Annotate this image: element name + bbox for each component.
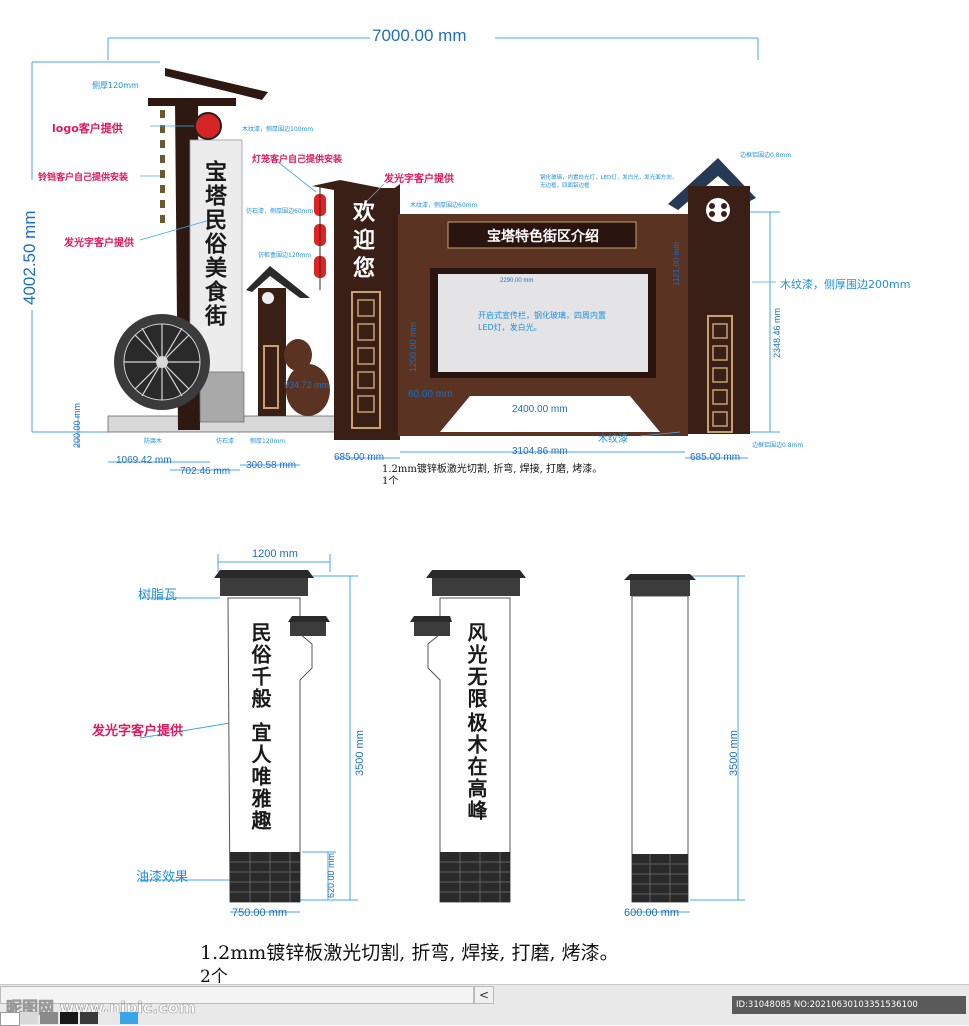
dim-bottom-4: 685.00 mm bbox=[334, 452, 385, 463]
dim-2290: 2290.00 mm bbox=[500, 278, 534, 284]
note-small-6: 仿石漆 bbox=[216, 438, 235, 445]
note-lanterns: 灯笼客户自己提供安装 bbox=[252, 155, 343, 165]
welcome-text: 欢迎您 bbox=[349, 200, 375, 284]
dim-bottom-1: 1069.42 mm bbox=[116, 455, 172, 466]
dim-bottom-3: 300.58 mm bbox=[246, 460, 297, 471]
note-small-3: 木纹漆，侧厚围边60mm bbox=[410, 202, 478, 209]
caption-top: 1.2mm镀锌板激光切割, 折弯, 焊接, 打磨, 烤漆。 bbox=[382, 464, 603, 475]
note-glow-2: 发光字客户提供 bbox=[384, 174, 454, 185]
note-small-7: 侧厚120mm bbox=[250, 438, 286, 445]
pillar2-couplet-1: 风光无限 bbox=[464, 622, 488, 710]
base-dimension: 200.00 mm bbox=[72, 402, 82, 448]
dim-bottom-2: 702.46 mm bbox=[180, 466, 231, 477]
base-width-2: 600.00 mm bbox=[624, 907, 680, 919]
note-logo: logo客户提供 bbox=[52, 122, 123, 135]
width-dimension: 7000.00 mm bbox=[372, 26, 467, 45]
note-small-9: 钢化玻璃，内置白光灯，LED灯，发白光，发光面方向，无边框，四面铝边框 bbox=[540, 175, 678, 189]
dim-934: 934.72 mm bbox=[284, 380, 330, 390]
bottom-height-dim-2: 3500 mm bbox=[728, 730, 740, 776]
note-small-8: 边框铝围边0.8mm bbox=[740, 152, 792, 159]
pillar2-couplet-2: 极木在高峰 bbox=[464, 712, 488, 822]
bottom-width-dim: 1200 mm bbox=[252, 548, 298, 560]
note-bells: 铃铛客户自己提供安装 bbox=[38, 173, 129, 183]
dim-bottom-5: 3104.86 mm bbox=[512, 446, 568, 457]
dim-2348: 2348.46 mm bbox=[772, 307, 782, 358]
caption-bottom-qty: 2个 bbox=[200, 967, 228, 987]
label-glow-text: 发光字客户提供 bbox=[92, 724, 184, 739]
top-view-drawing bbox=[31, 37, 780, 471]
caption-bottom: 1.2mm镀锌板激光切割, 折弯, 焊接, 打磨, 烤漆。 bbox=[200, 942, 619, 964]
dim-1200: 1200.00 mm bbox=[408, 321, 418, 372]
bottom-height-dim-1: 3500 mm bbox=[354, 730, 366, 776]
pillar1-couplet-1: 民俗千般 bbox=[248, 622, 272, 710]
note-small-1: 木纹漆，侧厚围边100mm bbox=[242, 126, 314, 133]
screen-text: 开启式宣传栏，钢化玻璃，四周内置LED灯，发白光。 bbox=[478, 311, 606, 332]
sign-text: 宝塔特色街区介绍 bbox=[487, 229, 599, 245]
brick-height: 620.00 mm bbox=[326, 852, 336, 898]
pillar-text: 宝塔民俗美食街 bbox=[201, 160, 227, 328]
label-oil-effect: 油漆效果 bbox=[136, 870, 189, 885]
color-swatch-silver[interactable] bbox=[100, 1012, 118, 1024]
note-small-4: 仿柜盒围边120mm bbox=[258, 252, 312, 259]
height-dimension: 4002.50 mm bbox=[20, 210, 39, 306]
dim-bottom-6: 685.00 mm bbox=[690, 452, 741, 463]
bottom-view-drawing bbox=[139, 554, 745, 913]
dimension-lines bbox=[31, 37, 780, 471]
note-glow-1: 发光字客户提供 bbox=[64, 238, 134, 249]
note-wood: 木纹漆 bbox=[598, 434, 628, 445]
color-swatch-black[interactable] bbox=[60, 1012, 78, 1024]
horizontal-scrollbar[interactable] bbox=[0, 986, 474, 1004]
pillar1-couplet-2: 宜人唯雅趣 bbox=[248, 722, 272, 832]
dim-2400: 2400.00 mm bbox=[512, 404, 568, 415]
note-wood-paint: 木纹漆，侧厚围边200mm bbox=[780, 278, 911, 291]
dim-1121: 1121.00 mm bbox=[672, 242, 681, 286]
note-small-10: 边框铝围边0.8mm bbox=[752, 442, 804, 449]
label-resin-tile: 树脂瓦 bbox=[138, 588, 178, 603]
dim-60: 60.00 mm bbox=[408, 389, 453, 400]
color-swatch-blue[interactable] bbox=[120, 1012, 138, 1024]
base-width-1: 750.00 mm bbox=[232, 907, 288, 919]
note-side-thick: 侧厚120mm bbox=[92, 81, 139, 90]
image-id-label: ID:31048085 NO:20210630103351536100 bbox=[732, 996, 966, 1014]
note-small-2: 仿石漆，侧厚围边60mm bbox=[246, 208, 314, 215]
note-small-5: 防腐木 bbox=[144, 438, 163, 445]
color-swatch-gray[interactable] bbox=[40, 1012, 58, 1024]
color-swatch-light-gray[interactable] bbox=[20, 1012, 38, 1024]
color-swatch-dark[interactable] bbox=[80, 1012, 98, 1024]
water-wheel bbox=[114, 314, 210, 410]
caption-top-qty: 1个 bbox=[382, 476, 399, 487]
scroll-left-arrow[interactable]: < bbox=[474, 986, 494, 1004]
